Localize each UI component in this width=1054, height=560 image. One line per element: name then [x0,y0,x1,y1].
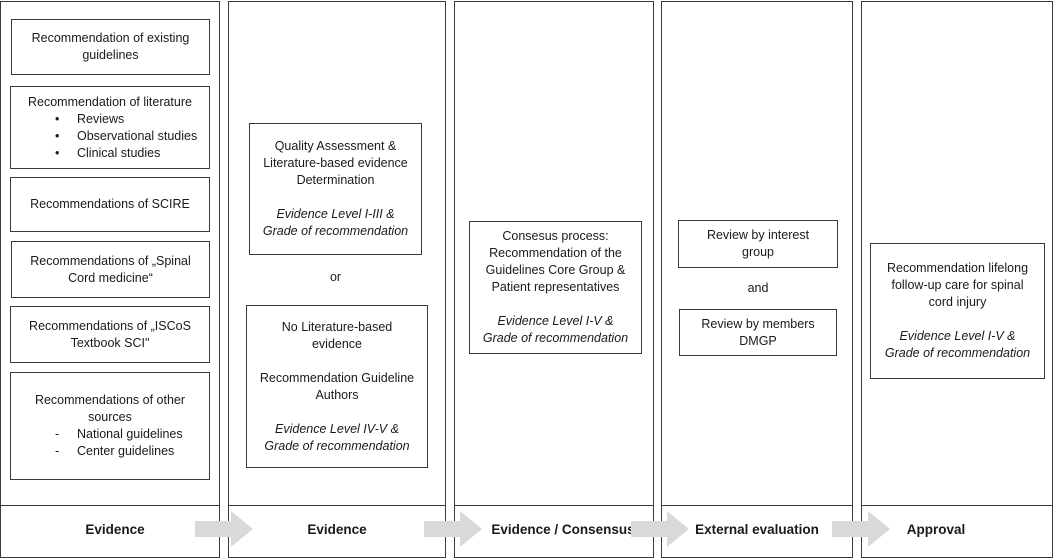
footer-label-evidence-2: Evidence [307,522,367,537]
list-item: •Clinical studies [55,145,161,160]
literature-bullet-list: •Reviews •Observational studies •Clinica… [19,111,201,162]
footer-label-evidence-consensus: Evidence / Consensus [491,522,635,537]
box-other-sources: Recommendations of other sources -Nation… [10,372,210,480]
box-quality-assessment: Quality Assessment & Literature-based ev… [249,123,422,255]
box-title: sources [88,410,132,424]
box-consensus-process: Consesus process: Recommendation of the … [469,221,642,354]
box-spinal-cord-medicine: Recommendations of „Spinal Cord medicine… [11,241,210,298]
box-text: DMGP [739,333,777,348]
box-text: Recommendation Guideline [259,370,415,385]
box-scire: Recommendations of SCIRE [10,177,210,232]
box-text: Recommendations of „Spinal [30,253,191,268]
box-literature: Recommendation of literature •Reviews •O… [10,86,210,169]
box-text: evidence [311,336,363,351]
box-text: Patient representatives [491,280,620,294]
flow-arrow-icon [195,511,253,547]
grade-text: Grade of recommendation [884,346,1031,360]
box-title: Recommendations of other [34,393,186,407]
list-item: •Reviews [55,111,125,126]
box-text: Review by interest [706,228,810,242]
box-text: Recommendations of SCIRE [30,197,190,211]
box-text: cord injury [928,295,987,309]
footer-label-approval: Approval [906,522,966,537]
column-divider [229,505,445,506]
box-no-literature: No Literature-based evidence Recommendat… [246,305,428,468]
column-divider [862,505,1052,506]
box-iscos-textbook: Recommendations of „ISCoS Textbook SCI" [10,306,210,363]
grade-text: Grade of recommendation [264,438,410,453]
footer-label-external-evaluation: External evaluation [695,522,819,537]
box-title: Recommendation of literature [28,94,192,109]
evidence-level-text: Evidence Level IV-V & [275,421,399,436]
column-divider [455,505,653,506]
grade-text: Grade of recommendation [262,224,409,238]
box-review-dmgp: Review by members DMGP [679,309,837,356]
box-text: No Literature-based [281,319,393,334]
column-external-evaluation [661,1,853,558]
box-text: group [742,245,774,259]
evidence-level-text: Evidence Level I-V & [497,314,614,328]
flow-arrow-icon [424,511,482,547]
box-text: Literature-based evidence [263,156,408,170]
box-review-interest-group: Review by interest group [678,220,838,268]
list-item: •Observational studies [55,128,198,143]
box-text: Recommendation of existing [31,31,190,45]
other-sources-list: -National guidelines -Center guidelines [19,426,201,460]
box-text: Review by members [701,316,815,331]
connector-or: or [329,270,342,284]
box-text: Consesus process: [502,229,609,243]
box-recommendation-final: Recommendation lifelong follow-up care f… [870,243,1045,379]
evidence-level-text: Evidence Level I-III & [276,207,395,221]
box-existing-guidelines: Recommendation of existing guidelines [11,19,210,75]
column-divider [1,505,219,506]
box-text: Determination [296,173,375,187]
box-text: follow-up care for spinal [891,278,1024,292]
list-item: -Center guidelines [55,444,175,458]
box-text: Authors [315,387,359,402]
flow-arrow-icon [631,511,689,547]
evidence-level-text: Evidence Level I-V & [899,329,1016,343]
grade-text: Grade of recommendation [482,331,629,345]
column-divider [662,505,852,506]
box-text: Recommendation of the [489,246,622,260]
box-text: Recommendation lifelong [886,261,1029,275]
connector-and: and [747,281,769,295]
box-text: Textbook SCI" [70,335,150,350]
box-text: guidelines [82,48,139,62]
footer-label-evidence: Evidence [85,522,145,537]
box-text: Cord medicine“ [68,270,153,285]
box-text: Quality Assessment & [274,139,397,153]
list-item: -National guidelines [55,427,183,441]
box-text: Guidelines Core Group & [485,263,626,277]
box-text: Recommendations of „ISCoS [29,318,191,333]
flow-arrow-icon [832,511,890,547]
